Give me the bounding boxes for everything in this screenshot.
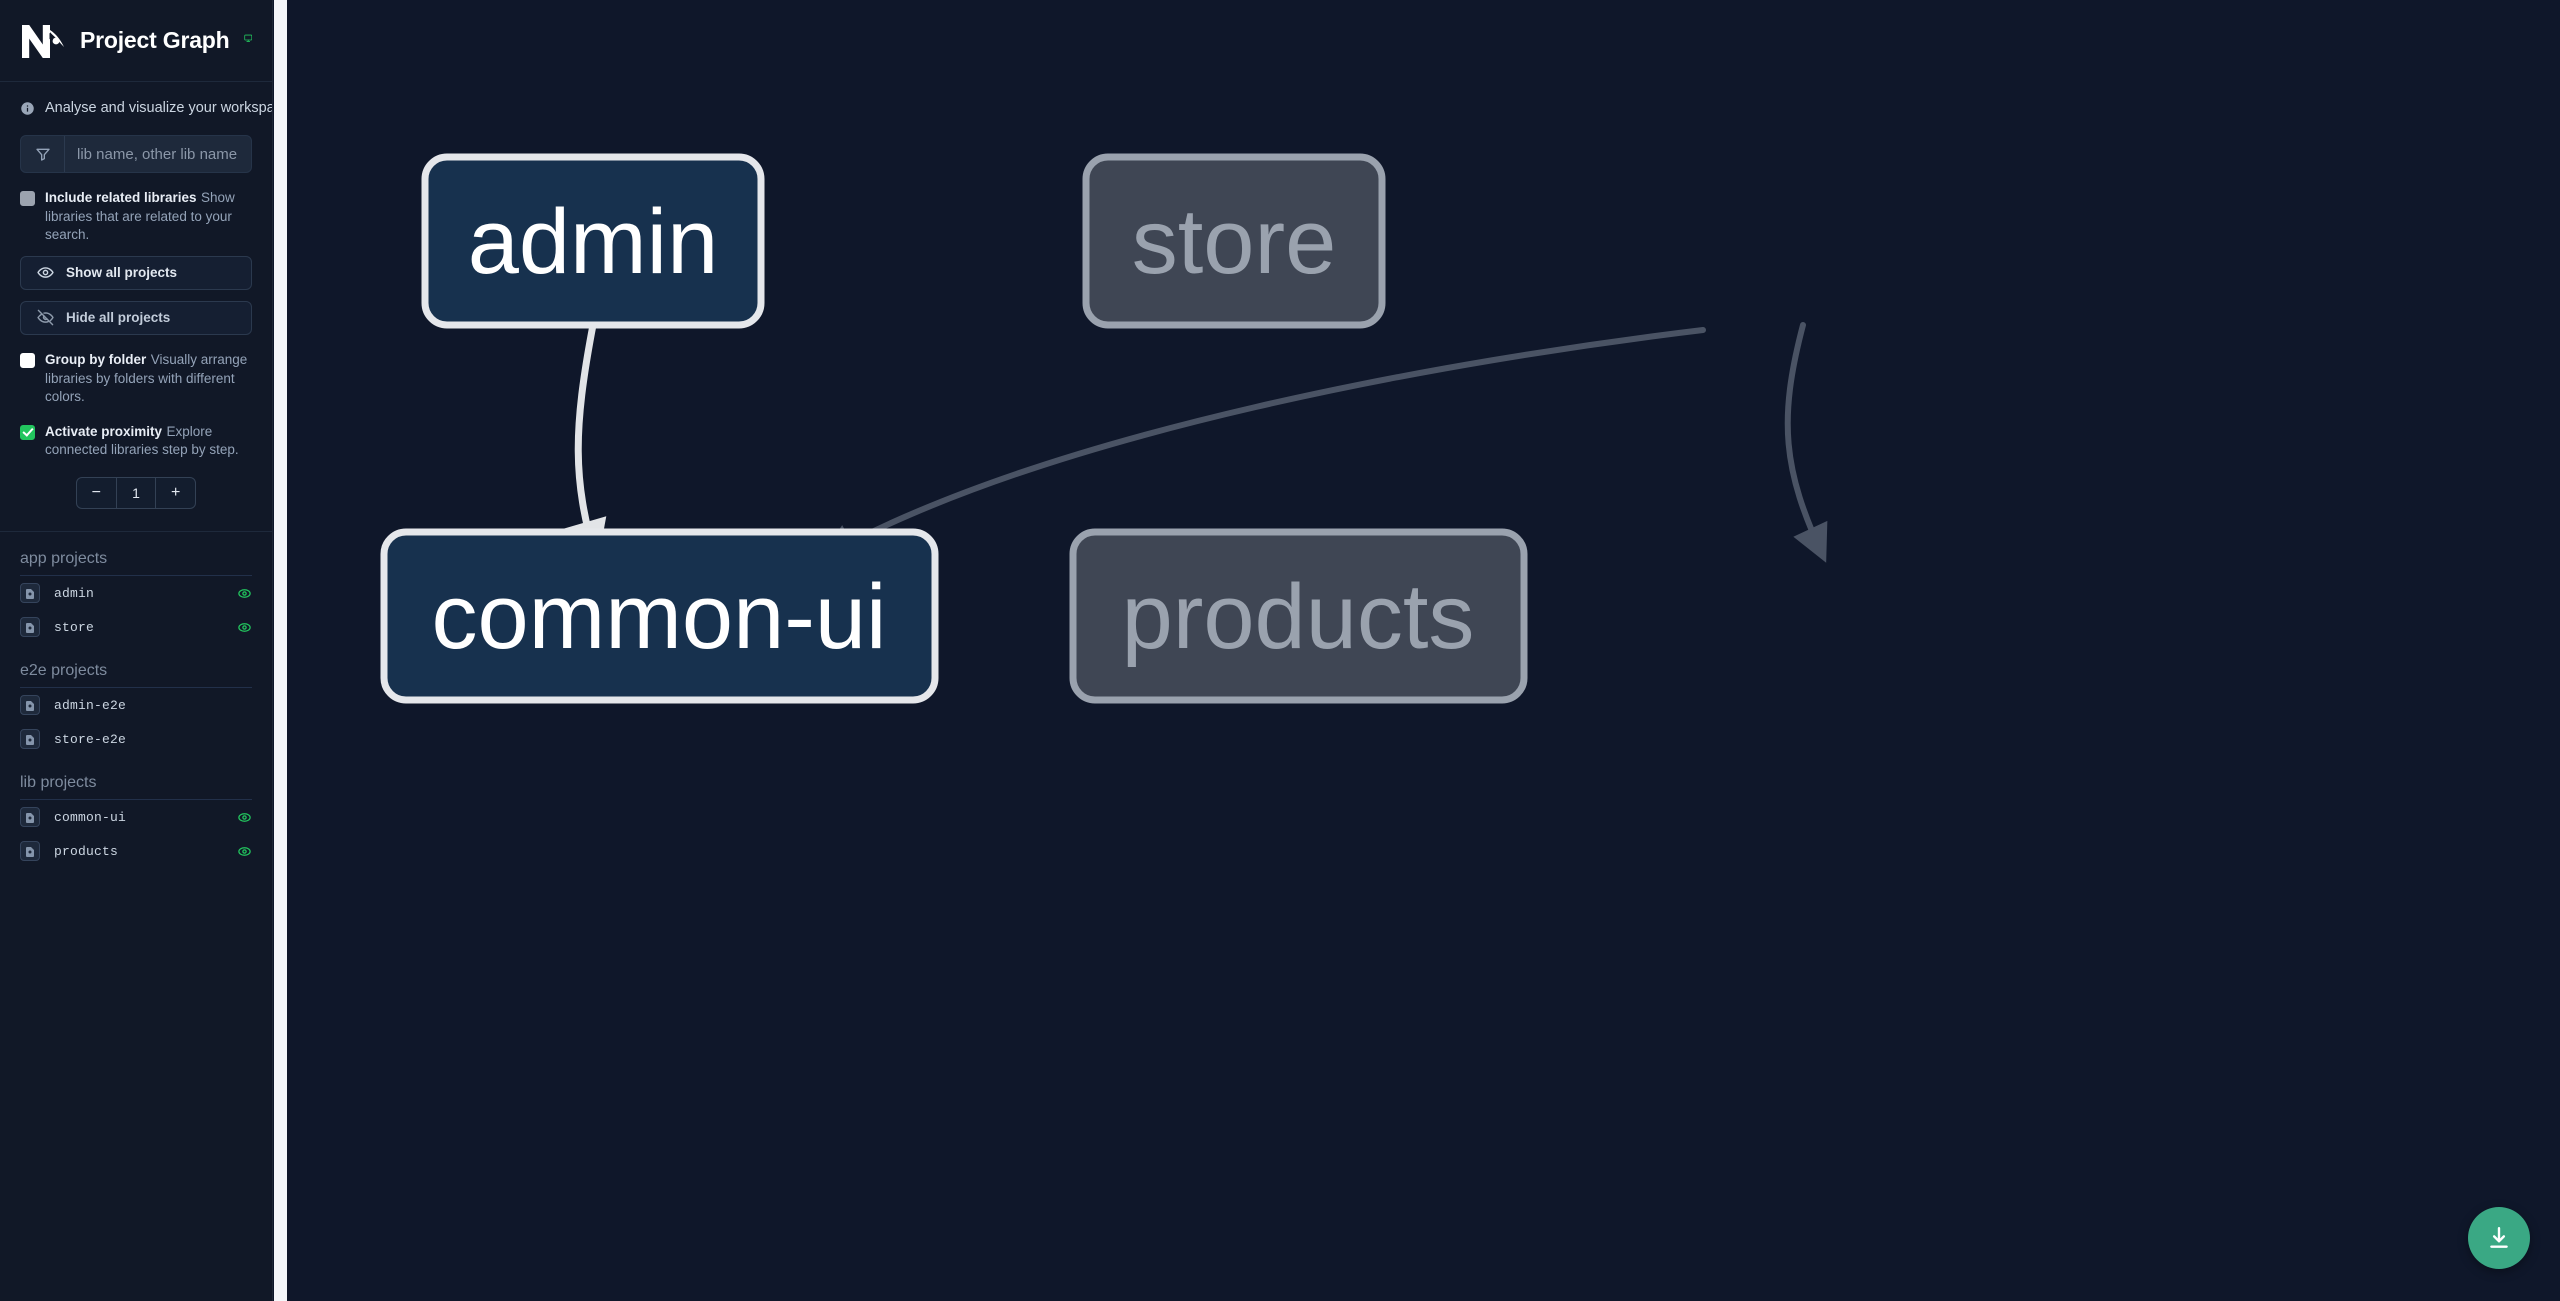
proximity-stepper[interactable]: − 1 +: [76, 477, 196, 509]
project-graph-svg: admin store common-ui products: [380, 153, 1828, 704]
project-row-products[interactable]: products: [20, 834, 252, 868]
option-description: Explore connected libraries step by step…: [45, 423, 239, 458]
option-group-by-folder[interactable]: Group by folder Visually arrange librari…: [20, 351, 252, 407]
project-name: admin-e2e: [54, 697, 127, 713]
project-visibility-eye-icon[interactable]: [237, 810, 252, 825]
graph-node-admin[interactable]: admin: [421, 153, 765, 329]
project-group-e2e: e2e projects admin-e2e store-e2e: [0, 644, 272, 756]
sidebar-divider: [0, 531, 272, 532]
project-group-lib: lib projects common-ui: [0, 756, 272, 868]
project-row-admin-e2e[interactable]: admin-e2e: [20, 688, 252, 722]
sidebar: Project Graph Analyse and visualize your…: [0, 0, 273, 1301]
tagline-text: Analyse and visualize your workspace.: [45, 100, 273, 116]
app-file-icon: [24, 811, 36, 823]
app-file-icon: [24, 699, 36, 711]
node-shape: [380, 528, 939, 704]
proximity-increment-button[interactable]: +: [156, 478, 195, 508]
node-shape: [1082, 153, 1386, 329]
app-file-icon: [24, 845, 36, 857]
project-icon: [20, 807, 40, 827]
app-file-icon: [24, 587, 36, 599]
option-description: Visually arrange libraries by folders wi…: [45, 351, 248, 405]
project-icon: [20, 841, 40, 861]
monitor-icon[interactable]: [243, 30, 253, 52]
page-title: Project Graph: [80, 27, 230, 53]
info-icon: [20, 101, 35, 116]
download-graph-button[interactable]: [2468, 1207, 2530, 1269]
project-name: products: [54, 843, 119, 859]
project-group-title: e2e projects: [20, 644, 252, 688]
project-visibility-eye-icon[interactable]: [237, 620, 252, 635]
filter-section: Include related libraries Show libraries…: [0, 130, 272, 509]
nx-logo-icon: [20, 21, 66, 61]
filter-icon: [35, 146, 51, 162]
search-input[interactable]: [65, 136, 251, 172]
graph-edges: [564, 321, 1828, 565]
filter-icon-wrapper: [21, 136, 65, 172]
option-text: Group by folder Visually arrange librari…: [45, 351, 252, 407]
project-name: store: [54, 619, 95, 635]
node-label: admin: [468, 191, 719, 293]
sidebar-header: Project Graph: [0, 0, 272, 82]
graph-canvas[interactable]: admin store common-ui products: [273, 0, 2560, 1301]
project-row-store[interactable]: store: [20, 610, 252, 644]
node-shape: [421, 153, 765, 329]
download-icon: [2486, 1225, 2512, 1251]
option-title: Group by folder: [45, 351, 147, 367]
node-label: store: [1132, 191, 1337, 293]
graph-node-store[interactable]: store: [1082, 153, 1386, 329]
option-title: Activate proximity: [45, 423, 163, 439]
project-name: common-ui: [54, 809, 127, 825]
project-group-title: lib projects: [20, 756, 252, 800]
node-label: products: [1122, 566, 1475, 668]
project-icon: [20, 695, 40, 715]
option-text: Activate proximity Explore connected lib…: [45, 423, 252, 460]
project-visibility-eye-icon[interactable]: [237, 844, 252, 859]
project-group-app: app projects admin: [0, 532, 272, 644]
project-name: admin: [54, 585, 95, 601]
option-include-related-libraries[interactable]: Include related libraries Show libraries…: [20, 189, 252, 245]
project-row-common-ui[interactable]: common-ui: [20, 800, 252, 834]
app-file-icon: [24, 733, 36, 745]
sidebar-scrollbar[interactable]: [274, 0, 287, 1301]
project-icon: [20, 583, 40, 603]
hide-all-projects-label: Hide all projects: [66, 310, 171, 326]
option-description: Show libraries that are related to your …: [45, 190, 235, 243]
activate-proximity-checkbox[interactable]: [20, 424, 35, 440]
project-row-admin[interactable]: admin: [20, 576, 252, 610]
eye-off-icon: [37, 309, 54, 326]
project-icon: [20, 617, 40, 637]
project-name: store-e2e: [54, 731, 127, 747]
edge-admin-to-common-ui: [564, 321, 607, 565]
option-title: Include related libraries: [45, 190, 197, 205]
option-text: Include related libraries Show libraries…: [45, 189, 252, 245]
group-by-folder-checkbox[interactable]: [20, 352, 35, 368]
proximity-value: 1: [115, 478, 157, 508]
tagline: Analyse and visualize your workspace.: [0, 82, 272, 130]
graph-nodes: admin store common-ui products: [380, 153, 1528, 704]
node-shape: [1069, 528, 1528, 704]
app-file-icon: [24, 621, 36, 633]
option-activate-proximity[interactable]: Activate proximity Explore connected lib…: [20, 423, 252, 460]
edge-store-to-common-ui: [818, 327, 1706, 560]
hide-all-projects-button[interactable]: Hide all projects: [20, 300, 252, 335]
search-box[interactable]: [20, 135, 252, 173]
graph-node-common-ui[interactable]: common-ui: [380, 528, 939, 704]
graph-node-products[interactable]: products: [1069, 528, 1528, 704]
project-row-store-e2e[interactable]: store-e2e: [20, 722, 252, 756]
project-icon: [20, 729, 40, 749]
show-all-projects-label: Show all projects: [66, 265, 178, 281]
eye-icon: [37, 264, 54, 281]
project-group-title: app projects: [20, 532, 252, 576]
edge-store-to-products: [1784, 322, 1828, 563]
node-label: common-ui: [431, 566, 886, 668]
proximity-decrement-button[interactable]: −: [77, 478, 116, 508]
include-related-libraries-checkbox[interactable]: [20, 191, 35, 206]
show-all-projects-button[interactable]: Show all projects: [20, 255, 252, 290]
project-visibility-eye-icon[interactable]: [237, 586, 252, 601]
